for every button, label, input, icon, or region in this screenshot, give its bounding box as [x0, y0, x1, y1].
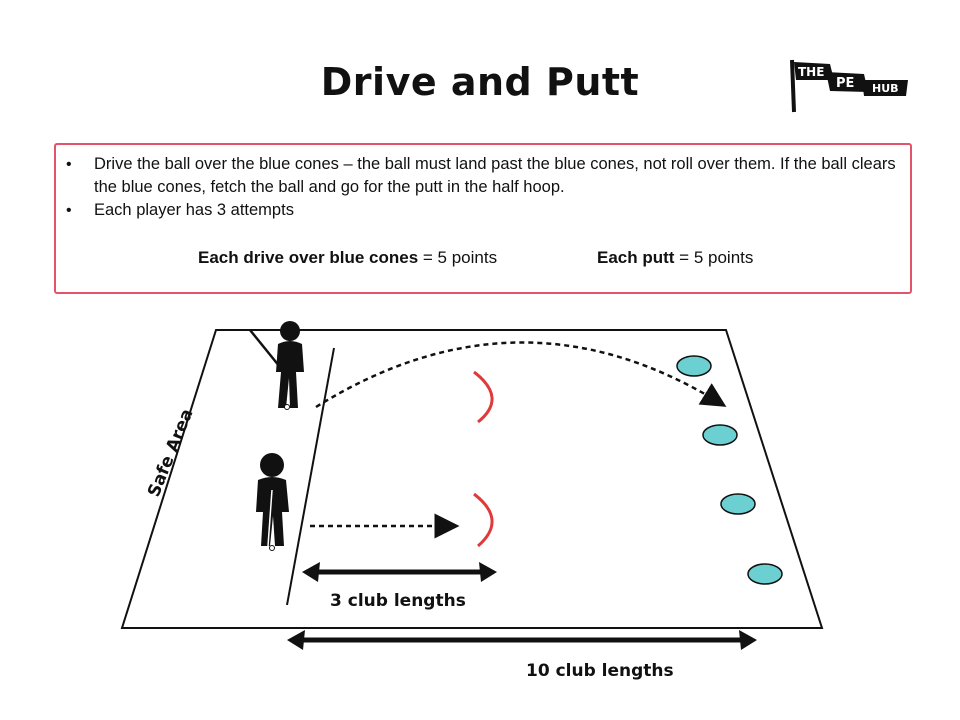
drive-scoring-value: = 5 points	[418, 248, 498, 267]
golfer-driving-icon	[249, 321, 304, 410]
instruction-item: Each player has 3 attempts	[66, 199, 911, 222]
putt-scoring: Each putt = 5 points	[597, 248, 753, 268]
svg-text:THE: THE	[798, 65, 824, 79]
half-hoop-top	[473, 370, 494, 424]
playing-field	[120, 329, 824, 629]
blue-cone	[676, 355, 712, 377]
page-title: Drive and Putt	[320, 60, 640, 104]
golfer-putting-icon	[256, 453, 289, 551]
long-distance-arrow	[287, 630, 757, 650]
putt-scoring-label: Each putt	[597, 248, 675, 267]
safe-area-line	[286, 347, 335, 606]
svg-text:PE: PE	[836, 76, 854, 91]
short-distance-arrow	[302, 562, 497, 582]
instructions-box: Drive the ball over the blue cones – the…	[54, 143, 912, 294]
instructions-list: Drive the ball over the blue cones – the…	[66, 153, 911, 222]
half-hoop-bottom	[473, 492, 494, 548]
svg-text:HUB: HUB	[872, 82, 899, 95]
drive-scoring-label: Each drive over blue cones	[198, 248, 419, 267]
drive-scoring: Each drive over blue cones = 5 points	[198, 248, 497, 268]
pe-hub-logo: THE PE HUB	[790, 59, 908, 113]
drive-trajectory-arrow	[315, 341, 727, 409]
blue-cone	[720, 493, 756, 515]
long-distance-label: 10 club lengths	[526, 661, 674, 681]
instruction-item: Drive the ball over the blue cones – the…	[66, 153, 911, 199]
short-distance-label: 3 club lengths	[330, 591, 466, 611]
putt-scoring-value: = 5 points	[674, 248, 754, 267]
blue-cone	[747, 563, 783, 585]
blue-cone	[702, 424, 738, 446]
